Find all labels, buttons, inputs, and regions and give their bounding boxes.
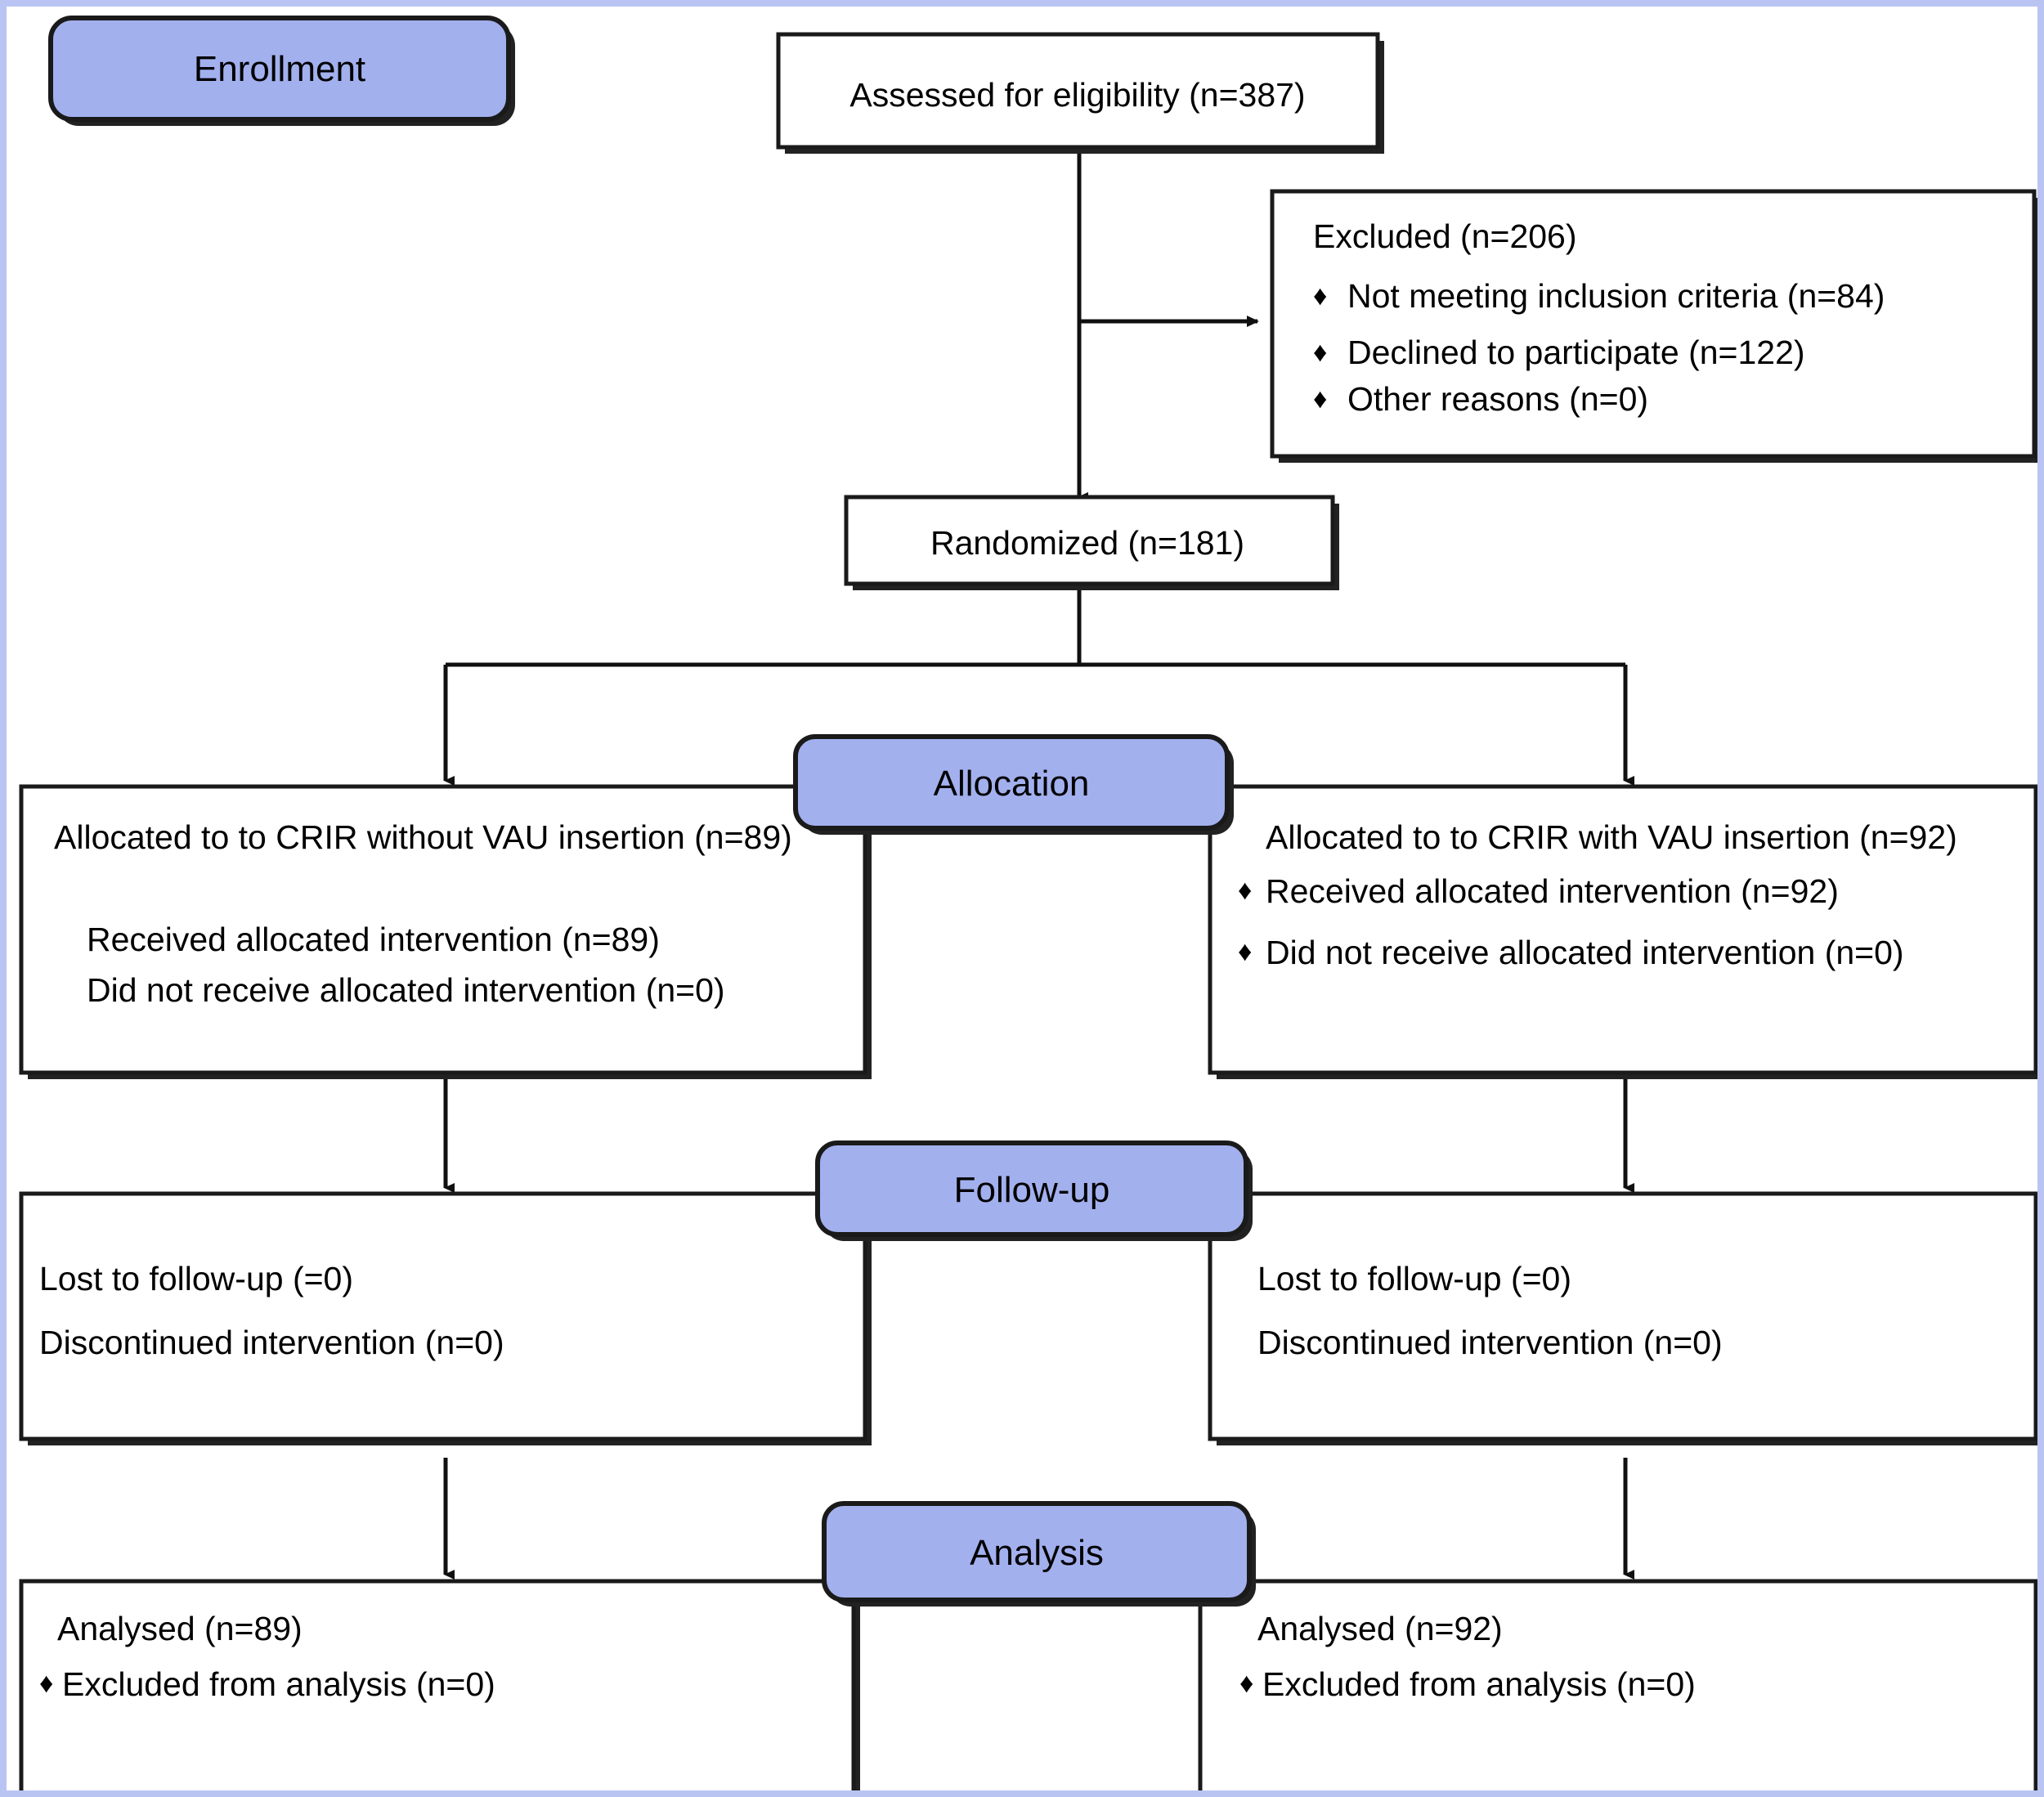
alloc-left-heading: Allocated to to CRIR without VAU inserti…: [54, 818, 792, 856]
banner-enrollment: Enrollment: [48, 16, 515, 126]
alloc-right-heading: Allocated to to CRIR with VAU insertion …: [1266, 818, 1957, 856]
diamond-bullet-icon: ♦: [1313, 383, 1327, 415]
diamond-bullet-icon: ♦: [1313, 337, 1327, 368]
diamond-bullet-icon: ♦: [1239, 1668, 1253, 1699]
diamond-bullet-icon: ♦: [1313, 280, 1327, 311]
node-followup-intervention: Lost to follow-up (=0) Discontinued inte…: [1208, 1191, 2037, 1445]
followup-right-line-0: Lost to follow-up (=0): [1257, 1260, 1571, 1297]
excluded-item-0: Not meeting inclusion criteria (n=84): [1347, 277, 1885, 315]
diagram-canvas: Assessed for eligibility (n=387) Exclude…: [19, 16, 2037, 1790]
excluded-item-2: Other reasons (n=0): [1347, 380, 1648, 418]
node-followup-control: Lost to follow-up (=0) Discontinued inte…: [19, 1191, 872, 1445]
node-allocated-control: Allocated to to CRIR without VAU inserti…: [19, 784, 872, 1079]
node-allocated-intervention: Allocated to to CRIR with VAU insertion …: [1208, 784, 2037, 1079]
node-analysis-control: Analysed (n=89) ♦ Excluded from analysis…: [19, 1579, 860, 1790]
node-randomized: Randomized (n=181): [844, 495, 1339, 590]
alloc-right-item-0: Received allocated intervention (n=92): [1266, 872, 1839, 910]
node-assessed-for-eligibility: Assessed for eligibility (n=387): [776, 32, 1384, 154]
banner-enrollment-label: Enrollment: [194, 49, 365, 89]
diamond-bullet-icon: ♦: [1238, 875, 1252, 906]
alloc-left-item-1: Did not receive allocated intervention (…: [87, 971, 725, 1009]
diamond-bullet-icon: ♦: [39, 1668, 53, 1699]
analysis-left-heading: Analysed (n=89): [57, 1610, 303, 1647]
banner-analysis: Analysis: [822, 1501, 1256, 1607]
connector-randomized-split: [443, 587, 1634, 786]
diamond-bullet-icon: ♦: [1238, 936, 1252, 967]
analysis-right-item-0: Excluded from analysis (n=0): [1262, 1665, 1696, 1703]
node-analysis-intervention: Analysed (n=92) ♦ Excluded from analysis…: [1198, 1579, 2037, 1790]
excluded-item-1: Declined to participate (n=122): [1347, 334, 1805, 371]
analysis-left-item-0: Excluded from analysis (n=0): [62, 1665, 495, 1703]
connector-allocation-to-followup: [443, 1073, 1634, 1193]
analysis-right-heading: Analysed (n=92): [1257, 1610, 1503, 1647]
followup-left-line-1: Discontinued intervention (n=0): [39, 1324, 504, 1361]
connector-followup-to-analysis: [443, 1458, 1634, 1580]
banner-allocation: Allocation: [793, 734, 1234, 835]
banner-allocation-label: Allocation: [934, 764, 1090, 804]
assessed-label: Assessed for eligibility (n=387): [849, 76, 1305, 114]
node-excluded: Excluded (n=206) ♦ Not meeting inclusion…: [1270, 189, 2037, 463]
excluded-heading: Excluded (n=206): [1313, 217, 1577, 255]
followup-right-line-1: Discontinued intervention (n=0): [1257, 1324, 1723, 1361]
banner-analysis-label: Analysis: [970, 1533, 1104, 1573]
banner-followup-label: Follow-up: [954, 1170, 1110, 1210]
banner-followup: Follow-up: [815, 1140, 1253, 1241]
randomized-label: Randomized (n=181): [930, 524, 1244, 562]
followup-left-line-0: Lost to follow-up (=0): [39, 1260, 353, 1297]
alloc-right-item-1: Did not receive allocated intervention (…: [1266, 934, 1904, 971]
alloc-left-item-0: Received allocated intervention (n=89): [87, 921, 660, 958]
